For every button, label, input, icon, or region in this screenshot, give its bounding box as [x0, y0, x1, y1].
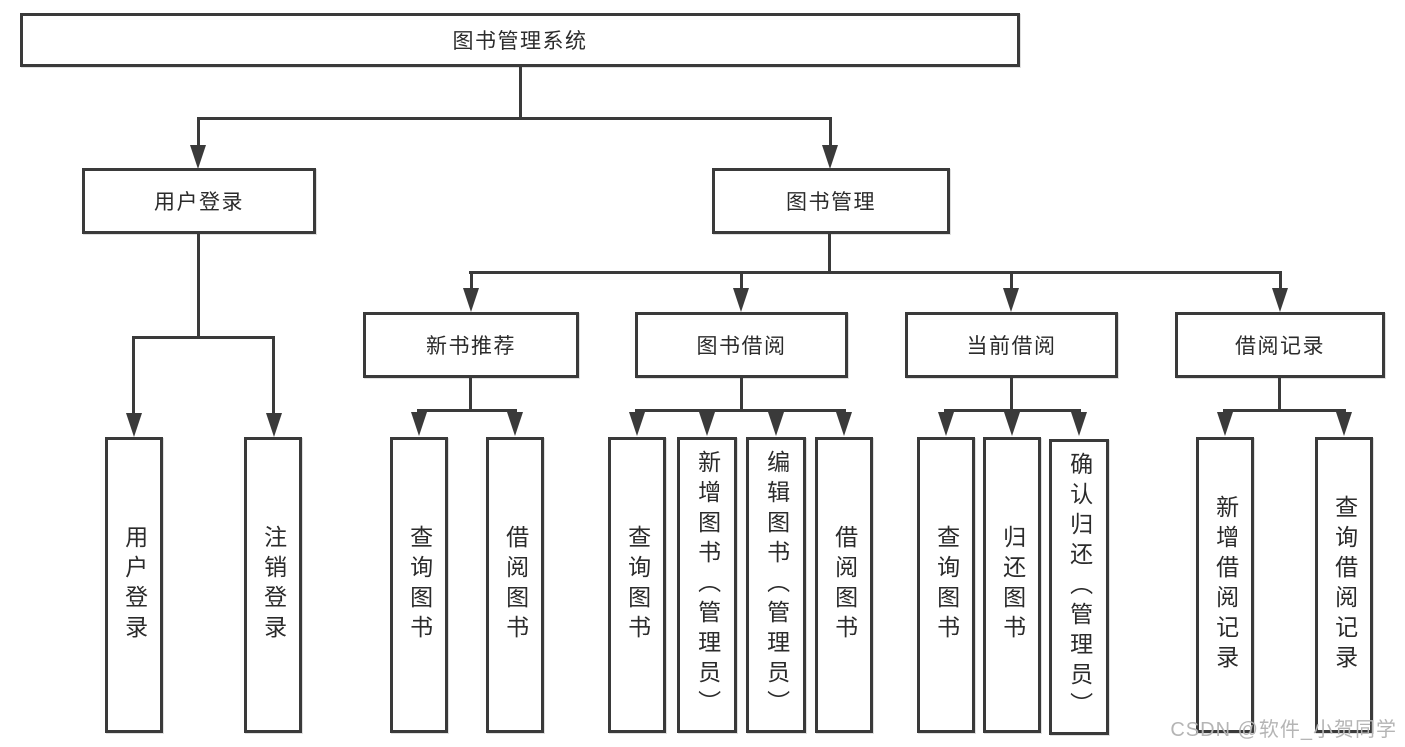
arrowhead-newbooks-borrow — [507, 412, 523, 436]
node-user-login: 用户登录 — [82, 168, 316, 234]
node-book-management: 图书管理 — [712, 168, 950, 234]
connector-logout-leaf-stem — [272, 336, 275, 414]
connector-book-management-stem — [829, 117, 832, 147]
leaf-current-query: 查询图书 — [917, 437, 975, 733]
leaf-bookborrow-edit: 编辑图书（管理员） — [746, 437, 806, 733]
leaf-bookborrow-query: 查询图书 — [608, 437, 666, 733]
leaf-bookborrow-query-label: 查询图书 — [624, 525, 651, 645]
connector-new-books-stem — [470, 271, 473, 289]
arrowhead-borrow-query — [629, 412, 645, 436]
leaf-bookborrow-borrow: 借阅图书 — [815, 437, 873, 733]
leaf-logout-label: 注销登录 — [260, 525, 287, 645]
leaf-current-confirm: 确认归还（管理员） — [1049, 439, 1109, 735]
connector-level2-hbar — [197, 117, 832, 120]
arrowhead-current-borrow — [1003, 288, 1019, 312]
arrowhead-borrow-records — [1272, 288, 1288, 312]
leaf-records-add: 新增借阅记录 — [1196, 437, 1254, 733]
node-new-book-recommend: 新书推荐 — [363, 312, 579, 378]
leaf-user-login: 用户登录 — [105, 437, 163, 733]
arrowhead-records-add — [1217, 412, 1233, 436]
csdn-watermark: CSDN @软件_小贺同学 — [1170, 719, 1397, 741]
leaf-records-query-label: 查询借阅记录 — [1331, 495, 1358, 675]
node-current-borrow: 当前借阅 — [905, 312, 1118, 378]
connector-book-management-down — [828, 234, 831, 273]
arrowhead-records-query — [1336, 412, 1352, 436]
leaf-bookborrow-add-label: 新增图书（管理员） — [694, 450, 721, 720]
node-book-borrow: 图书借阅 — [635, 312, 848, 378]
connector-borrow-records-stem — [1279, 271, 1282, 289]
leaf-newbooks-borrow: 借阅图书 — [486, 437, 544, 733]
arrowhead-book-borrow — [733, 288, 749, 312]
leaf-current-confirm-label: 确认归还（管理员） — [1066, 452, 1093, 722]
arrowhead-logout-leaf — [266, 413, 282, 437]
node-borrow-records: 借阅记录 — [1175, 312, 1385, 378]
connector-book-borrow-down — [740, 377, 743, 411]
leaf-current-return-label: 归还图书 — [999, 525, 1026, 645]
connector-new-books-down — [469, 377, 472, 411]
arrowhead-new-books — [463, 288, 479, 312]
leaf-records-query: 查询借阅记录 — [1315, 437, 1373, 733]
arrowhead-borrow-add — [699, 412, 715, 436]
connector-user-login-down — [197, 234, 200, 339]
connector-current-borrow-down — [1010, 377, 1013, 411]
connector-current-borrow-hbar — [944, 409, 1081, 412]
leaf-current-return: 归还图书 — [983, 437, 1041, 733]
arrowhead-current-query — [938, 412, 954, 436]
connector-user-login-hbar — [132, 336, 275, 339]
arrowhead-borrow-edit — [768, 412, 784, 436]
connector-current-borrow-stem — [1010, 271, 1013, 289]
arrowhead-user-login — [190, 145, 206, 169]
arrowhead-newbooks-query — [411, 412, 427, 436]
leaf-user-login-label: 用户登录 — [121, 525, 148, 645]
connector-new-books-hbar — [417, 409, 517, 412]
connector-root-stem — [519, 67, 522, 119]
leaf-newbooks-borrow-label: 借阅图书 — [502, 525, 529, 645]
leaf-records-add-label: 新增借阅记录 — [1212, 495, 1239, 675]
connector-borrow-records-hbar — [1223, 409, 1346, 412]
arrowhead-borrow-borrow — [836, 412, 852, 436]
arrowhead-current-confirm — [1071, 412, 1087, 436]
arrowhead-login-leaf — [126, 413, 142, 437]
arrowhead-current-return — [1004, 412, 1020, 436]
arrowhead-book-management — [822, 145, 838, 169]
leaf-newbooks-query: 查询图书 — [390, 437, 448, 733]
leaf-current-query-label: 查询图书 — [933, 525, 960, 645]
connector-login-leaf-stem — [132, 336, 135, 414]
connector-level3-hbar — [469, 271, 1282, 274]
connector-borrow-records-down — [1278, 377, 1281, 411]
connector-user-login-stem — [197, 117, 200, 147]
leaf-bookborrow-edit-label: 编辑图书（管理员） — [763, 450, 790, 720]
node-root: 图书管理系统 — [20, 13, 1020, 67]
leaf-logout: 注销登录 — [244, 437, 302, 733]
leaf-bookborrow-add: 新增图书（管理员） — [677, 437, 737, 733]
connector-book-borrow-stem — [740, 271, 743, 289]
leaf-newbooks-query-label: 查询图书 — [406, 525, 433, 645]
leaf-bookborrow-borrow-label: 借阅图书 — [831, 525, 858, 645]
connector-book-borrow-hbar — [635, 409, 846, 412]
